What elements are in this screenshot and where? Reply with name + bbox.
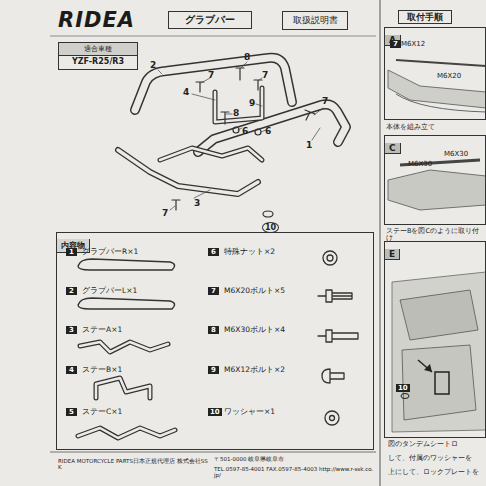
instruction-text: 上にして、ロックプレートを bbox=[388, 469, 484, 476]
step-illustrations bbox=[388, 60, 486, 432]
header-rule bbox=[50, 36, 376, 37]
callout-number: 8 bbox=[233, 108, 239, 118]
callout-number: 7 bbox=[262, 70, 268, 80]
item-number: 5 bbox=[66, 408, 77, 416]
callout-number: 8 bbox=[244, 52, 250, 62]
callout-number: 4 bbox=[183, 87, 189, 97]
step-letter: C bbox=[385, 143, 401, 154]
item-number: 7 bbox=[208, 287, 219, 295]
callout-number: 6 bbox=[265, 126, 271, 136]
item-name: M6X20ボルト×5 bbox=[224, 287, 285, 296]
table-header: 適合車種 bbox=[59, 43, 137, 56]
item-number: 1 bbox=[66, 248, 77, 256]
section-heading: 取付手順 bbox=[398, 10, 452, 24]
grab-bar-drawing bbox=[118, 58, 346, 217]
manual-label: 取扱説明書 bbox=[282, 11, 348, 30]
callout-number: 7 bbox=[390, 40, 401, 48]
callout-number: 2 bbox=[150, 60, 156, 70]
model-box: 適合車種YZF-R25/R3 bbox=[58, 42, 138, 70]
callout-number: 3 bbox=[194, 198, 200, 208]
contents-panel: 内容物 bbox=[56, 232, 374, 450]
callout-number: 10 bbox=[396, 384, 410, 392]
footer-address: 〒501-0000 岐阜県岐阜市 bbox=[214, 456, 284, 462]
bolt-size: M6X30 bbox=[444, 150, 468, 158]
item-name: ステーB×1 bbox=[82, 366, 122, 375]
instruction-text: 図のタンデムシートロ bbox=[388, 441, 484, 448]
instruction-text: して、付属のワッシャーを bbox=[388, 455, 484, 462]
item-number: 2 bbox=[66, 287, 77, 295]
step-letter: E bbox=[385, 249, 400, 260]
item-number: 4 bbox=[66, 366, 77, 374]
callout-number: 6 bbox=[242, 126, 248, 136]
item-name: グラブバーR×1 bbox=[82, 248, 138, 257]
callout-number: 9 bbox=[249, 98, 255, 108]
item-name: ステーC×1 bbox=[82, 408, 122, 417]
bolt-size: M6X12 bbox=[401, 40, 425, 48]
step-caption: ステーBを図Cのように取り付け bbox=[386, 228, 484, 243]
sheet-title: グラブバー bbox=[168, 11, 252, 29]
column-rule bbox=[380, 0, 381, 486]
item-name: グラブバーL×1 bbox=[82, 287, 137, 296]
item-number: 10 bbox=[208, 408, 222, 416]
step-caption: 本体を組み立て bbox=[386, 123, 435, 131]
bolt-size: M6X20 bbox=[437, 72, 461, 80]
footer-rule bbox=[50, 452, 376, 453]
step-panel: E bbox=[384, 241, 486, 438]
parts-icons bbox=[78, 251, 358, 438]
item-name: 特殊ナット×2 bbox=[224, 248, 275, 257]
callout-number: 1 bbox=[306, 140, 312, 150]
item-name: M6X30ボルト×4 bbox=[224, 326, 285, 335]
footer-company: RIDEA MOTORCYCLE PARTS日本正規代理店 株式会社SSK bbox=[58, 458, 208, 471]
callout-number: 7 bbox=[208, 70, 214, 80]
brand-logo: RIDEA bbox=[58, 8, 135, 32]
item-number: 8 bbox=[208, 326, 219, 334]
footer-contact: TEL.0597-85-4001 FAX.0597-85-4003 http:/… bbox=[214, 466, 374, 479]
panel-heading: 取扱説明書 bbox=[283, 12, 347, 29]
step-panel: C bbox=[384, 135, 486, 225]
item-number: 9 bbox=[208, 366, 219, 374]
item-name: M6X12ボルト×2 bbox=[224, 366, 285, 375]
item-number: 3 bbox=[66, 326, 77, 334]
item-name: ワッシャー×1 bbox=[224, 408, 275, 417]
model-name: YZF-R25/R3 bbox=[59, 56, 137, 67]
item-name: ステーA×1 bbox=[82, 326, 122, 335]
item-number: 6 bbox=[208, 248, 219, 256]
callout-number: 7 bbox=[322, 96, 328, 106]
callout-number: 7 bbox=[162, 208, 168, 218]
bolt-size: M6X30 bbox=[408, 160, 432, 168]
